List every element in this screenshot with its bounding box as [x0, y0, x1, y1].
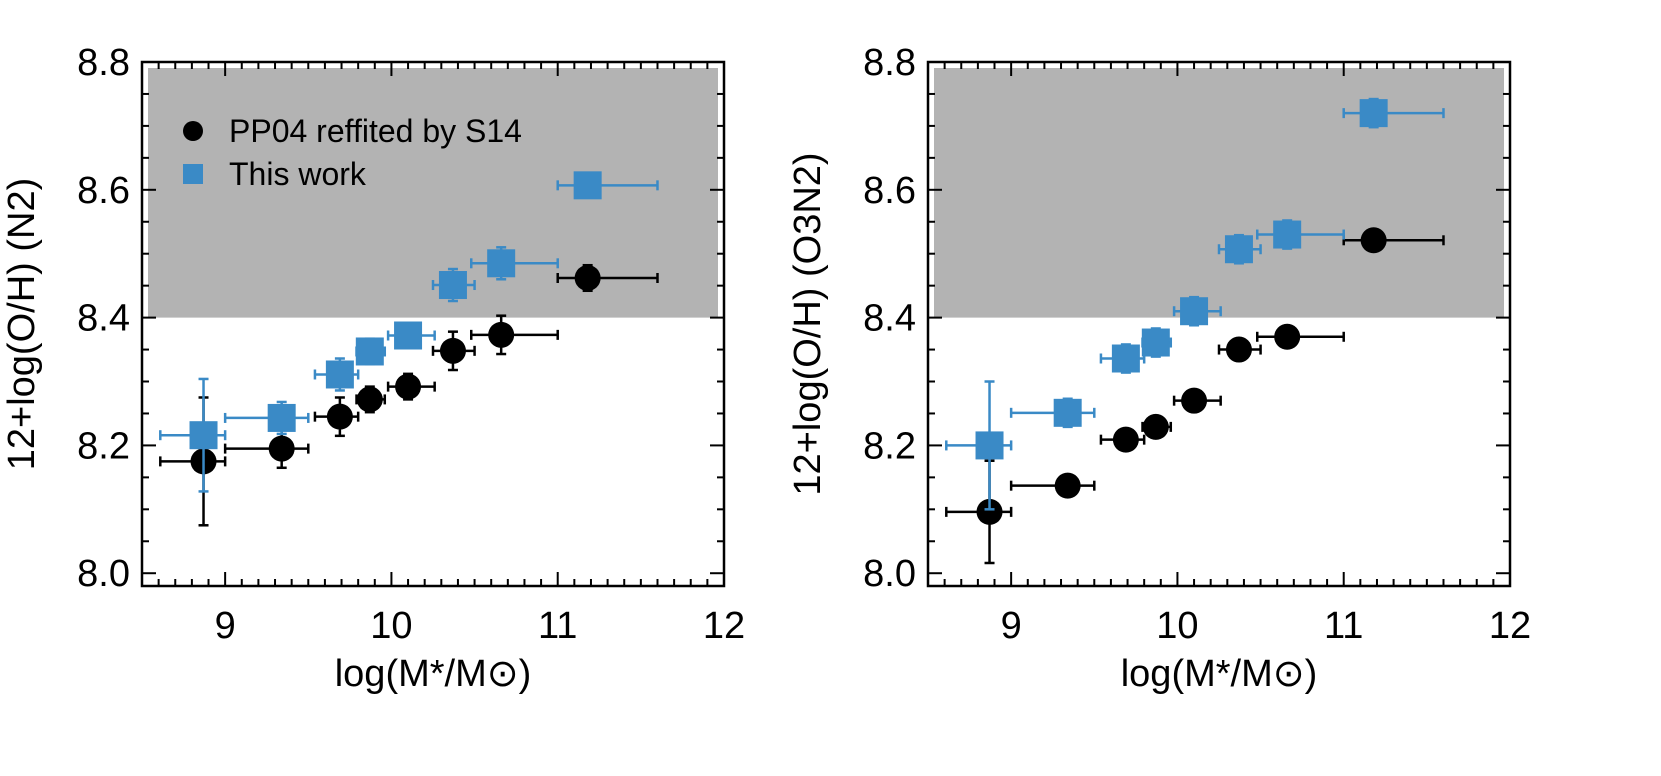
- data-point-square: [1141, 328, 1170, 357]
- data-point-square: [438, 271, 467, 300]
- data-point-square: [1359, 99, 1388, 128]
- legend-marker-circle: [183, 121, 203, 141]
- data-point-square: [487, 249, 516, 278]
- right-panel: 9 10 11 12 8.0 8.2 8.4 8.6 8.8 log(M*/M⊙) 12+log(O…: [787, 42, 1531, 695]
- data-point-circle: [1360, 227, 1387, 254]
- series-circles: [945, 227, 1445, 565]
- y-tick-label: 8.2: [77, 425, 130, 467]
- x-tick-label: 10: [370, 605, 412, 647]
- x-tick-label: 10: [1156, 605, 1198, 647]
- shaded-region: [934, 68, 1504, 318]
- x-tick-label: 11: [1324, 605, 1363, 647]
- y-tick-label: 8.8: [77, 42, 130, 84]
- data-point-square: [1180, 297, 1209, 326]
- legend-marker-square: [183, 164, 203, 184]
- data-point-square: [189, 421, 218, 450]
- data-point-square: [1111, 344, 1140, 373]
- x-tick-label: 9: [1001, 605, 1022, 647]
- data-point-circle: [574, 264, 601, 291]
- y-tick-label: 8.4: [863, 298, 916, 340]
- x-tick-label: 12: [703, 605, 745, 647]
- data-point-square: [394, 321, 423, 350]
- data-point-square: [267, 403, 296, 432]
- data-point-circle: [268, 435, 295, 462]
- data-point-circle: [1181, 387, 1208, 414]
- x-tick-label: 12: [1489, 605, 1531, 647]
- y-tick-label: 8.4: [77, 298, 130, 340]
- plot-frame: [926, 60, 1512, 588]
- y-axis-label: 12+log(O/H) (N2): [1, 178, 43, 470]
- data-point-circle: [356, 386, 383, 413]
- series-squares: [945, 97, 1445, 511]
- data-point-circle: [395, 373, 422, 400]
- data-point-circle: [976, 498, 1003, 525]
- x-axis-label: log(M*/M⊙): [1121, 653, 1318, 695]
- data-point-circle: [439, 337, 466, 364]
- legend-label: This work: [229, 156, 367, 192]
- y-tick-label: 8.0: [77, 553, 130, 595]
- series-circles: [159, 263, 659, 527]
- x-tick-label: 11: [538, 605, 577, 647]
- y-tick-label: 8.6: [863, 170, 916, 212]
- data-point-circle: [1274, 323, 1301, 350]
- data-point-circle: [1054, 472, 1081, 499]
- data-point-circle: [326, 403, 353, 430]
- series-squares: [159, 171, 659, 493]
- data-point-circle: [1225, 336, 1252, 363]
- y-tick-label: 8.0: [863, 553, 916, 595]
- data-point-circle: [1142, 413, 1169, 440]
- data-point-square: [1273, 220, 1302, 249]
- data-point-square: [975, 431, 1004, 460]
- y-tick-label: 8.8: [863, 42, 916, 84]
- left-panel: 9 10 11 12 8.0 8.2 8.4 8.6 8.8 log(M*/M⊙) 12+log(O…: [1, 42, 745, 695]
- plot-frame: [140, 60, 726, 588]
- legend-label: PP04 reffited by S14: [229, 113, 522, 149]
- y-axis-label: 12+log(O/H) (O3N2): [787, 152, 829, 495]
- data-point-square: [1053, 398, 1082, 427]
- data-point-square: [573, 171, 602, 200]
- shaded-region: [148, 68, 718, 318]
- x-tick-label: 9: [215, 605, 236, 647]
- y-tick-label: 8.2: [863, 425, 916, 467]
- x-axis-label: log(M*/M⊙): [335, 653, 532, 695]
- data-point-square: [1224, 235, 1253, 264]
- data-point-circle: [488, 321, 515, 348]
- data-point-square: [325, 360, 354, 389]
- data-point-circle: [1112, 426, 1139, 453]
- y-tick-label: 8.6: [77, 170, 130, 212]
- data-point-square: [355, 337, 384, 366]
